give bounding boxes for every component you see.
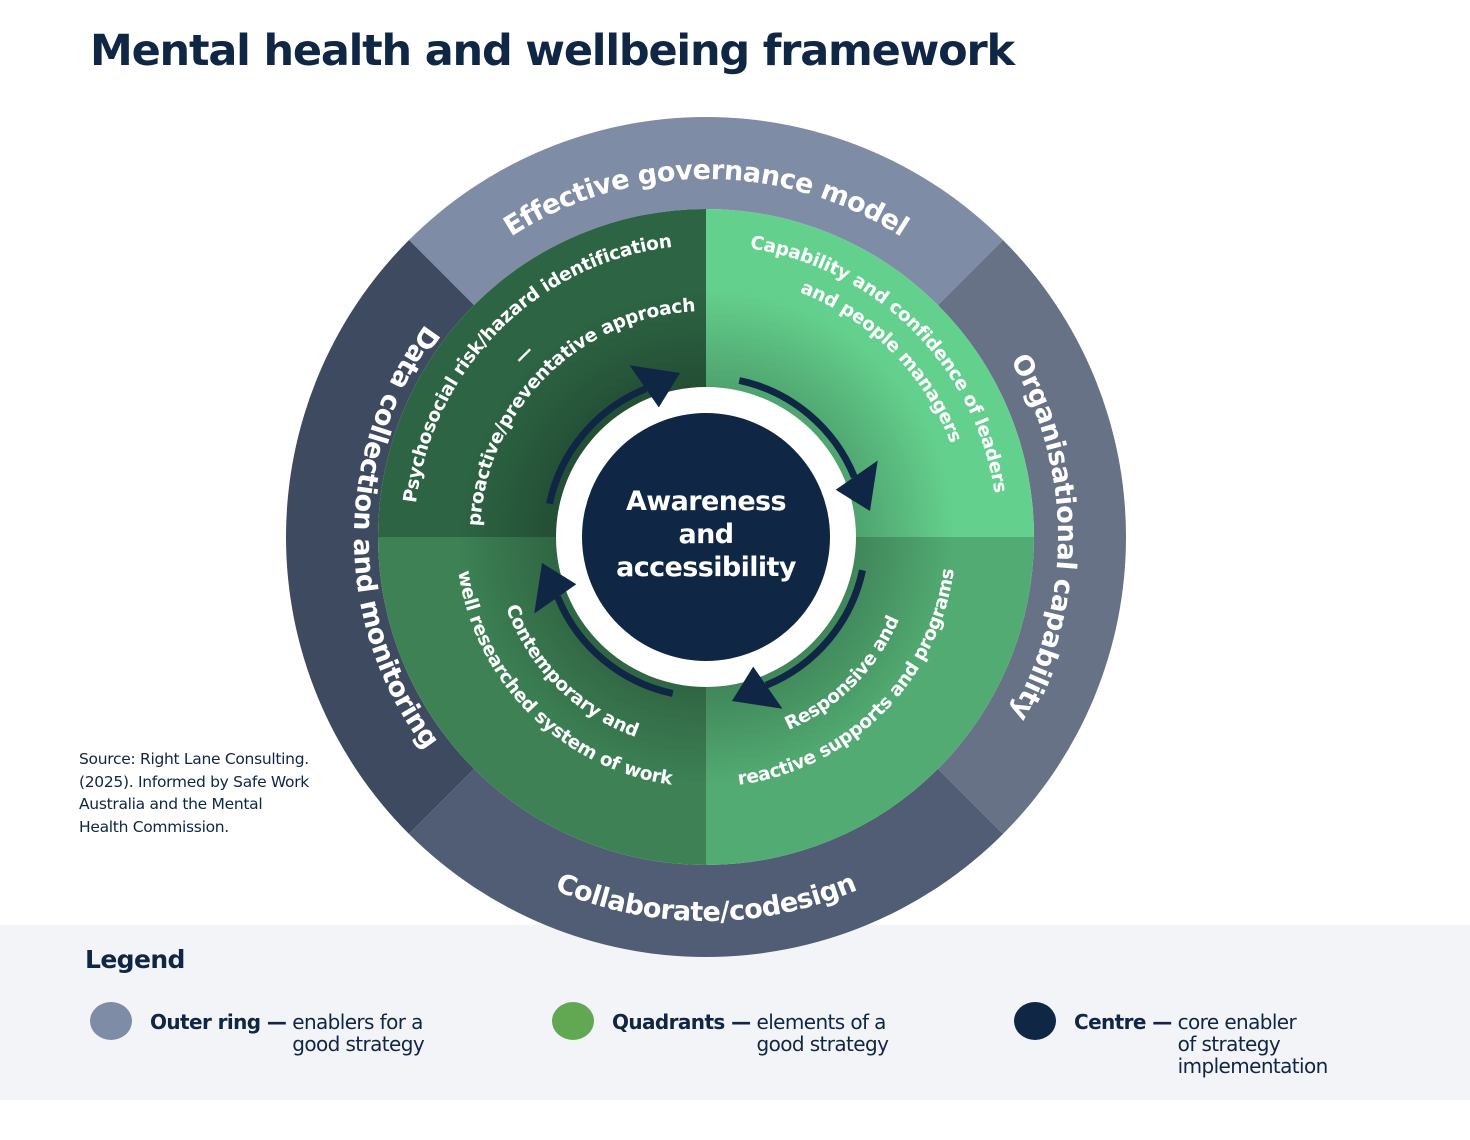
legend-swatch-outer-ring (90, 1002, 132, 1040)
legend-label: Outer ring — (150, 1010, 287, 1034)
centre-label-line3: accessibility (616, 552, 797, 583)
legend-desc: elements of a good strategy (756, 1010, 889, 1056)
outer-ring (285, 116, 1126, 958)
source-note: Source: Right Lane Consulting. (2025). I… (79, 750, 309, 836)
legend-desc: core enabler of strategy implementation (1177, 1010, 1329, 1078)
outer-ring-segment-collaborate (409, 768, 1003, 958)
legend-swatch-quadrants (552, 1002, 594, 1040)
cycle-arrow-bottom-left (554, 595, 674, 697)
cycle-arrow-top-left-head (629, 365, 681, 408)
legend-item-outer-ring: Outer ring — enablers for a good strateg… (90, 1002, 425, 1056)
legend-item-centre: Centre — core enabler of strategy implem… (1014, 1002, 1328, 1077)
cycle-arrow-top-left (546, 385, 648, 505)
cycle-arrow-top-right-head (835, 460, 878, 512)
outer-ring-segment-governance (409, 116, 1003, 306)
page-title: Mental health and wellbeing framework (90, 26, 1015, 76)
legend-title: Legend (85, 945, 185, 974)
outer-ring-segment-data (285, 240, 475, 834)
outer-ring-segment-capability (937, 240, 1126, 834)
legend-label: Quadrants — (612, 1010, 751, 1034)
cycle-arrow-bottom-right (764, 569, 866, 689)
centre-label-line2: and (679, 519, 734, 550)
cycle-arrows (534, 365, 878, 709)
centre-circle (582, 413, 830, 661)
legend-label: Centre — (1074, 1010, 1172, 1034)
legend-item-quadrants: Quadrants — elements of a good strategy (552, 1002, 889, 1056)
legend-desc: enablers for a good strategy (292, 1010, 425, 1056)
centre-label-line1: Awareness (626, 486, 786, 517)
legend-swatch-centre (1014, 1002, 1056, 1040)
cycle-arrow-bottom-right-head (731, 666, 783, 709)
cycle-arrow-bottom-left-head (534, 562, 577, 614)
cycle-arrow-top-right (738, 377, 858, 479)
